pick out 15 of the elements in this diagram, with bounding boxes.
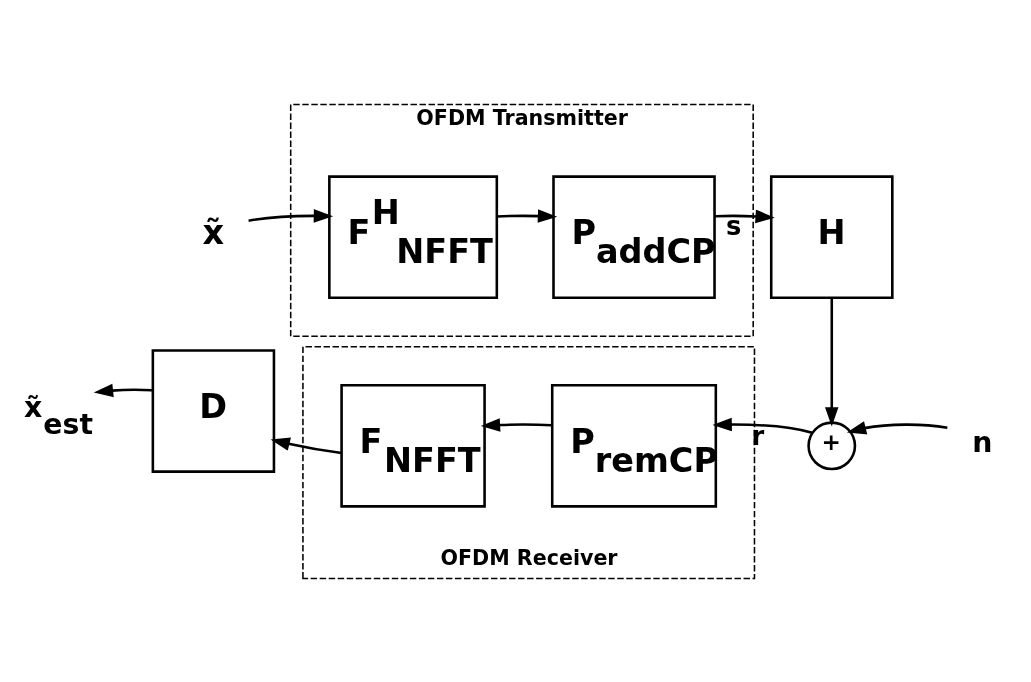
arrow	[714, 209, 775, 223]
node-circle: +	[807, 420, 857, 470]
node-box: D	[151, 348, 276, 473]
node-text: x̃	[202, 212, 225, 252]
arrow	[480, 417, 552, 432]
arrow	[825, 297, 839, 426]
edge-label: s	[726, 210, 742, 241]
arrow	[248, 208, 334, 223]
node-box: H	[769, 174, 894, 299]
arrow	[496, 208, 558, 223]
node-text: n	[972, 425, 993, 459]
arrow	[93, 383, 153, 397]
arrow	[712, 417, 813, 434]
arrow	[846, 420, 948, 434]
arrow	[270, 436, 342, 454]
